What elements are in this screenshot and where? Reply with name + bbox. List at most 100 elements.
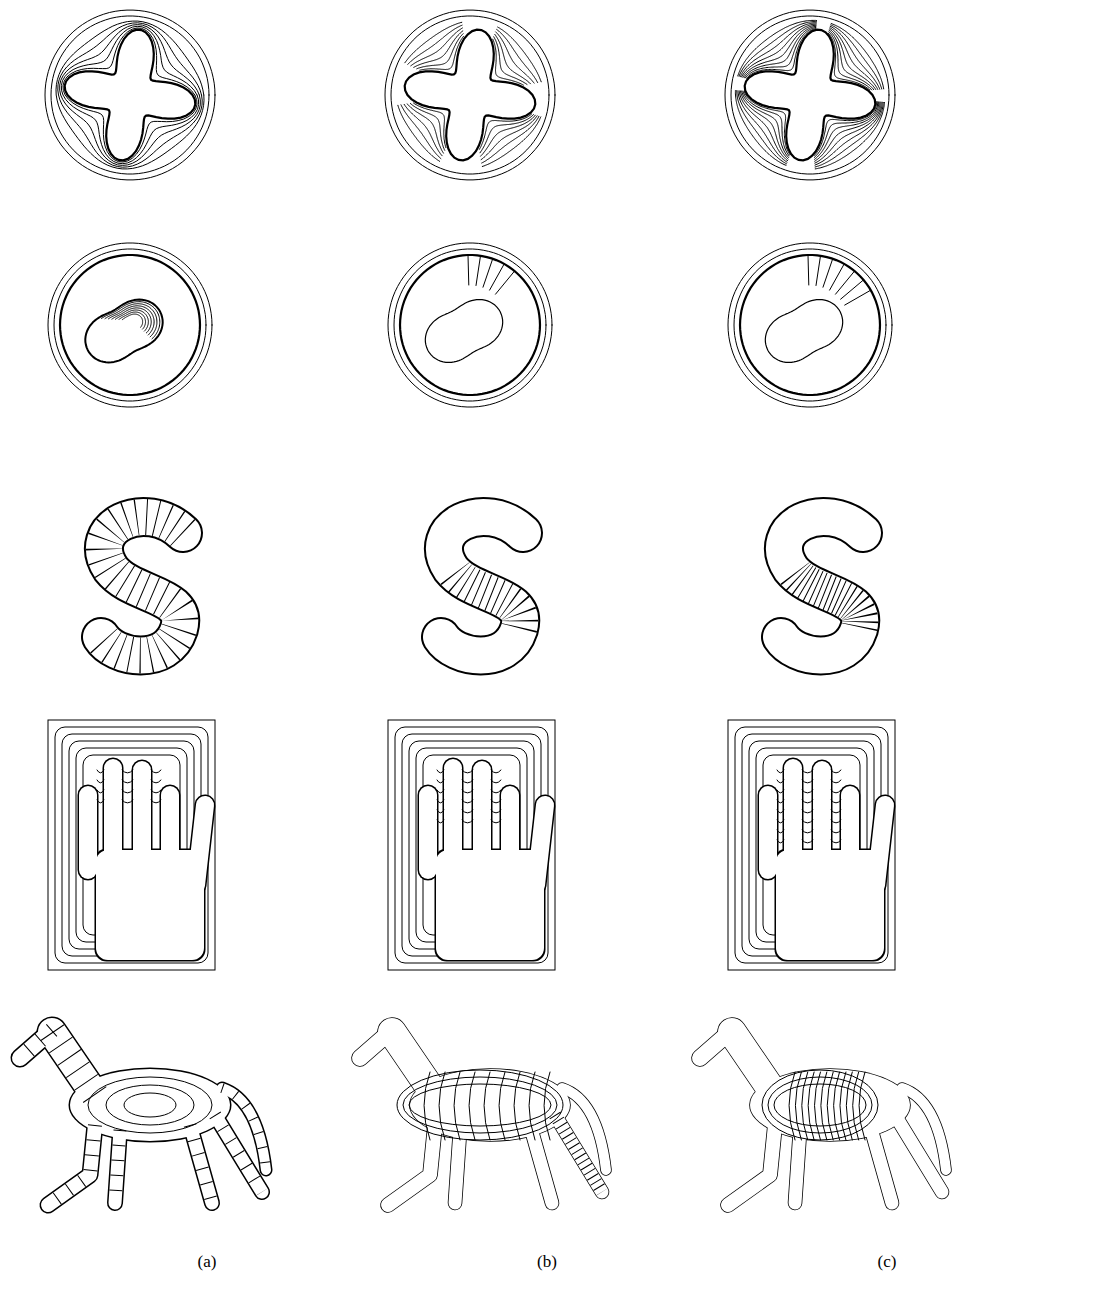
hand-shape [812,770,833,860]
shape-outline [101,517,183,656]
horse-shape [190,1125,212,1203]
hand-shape [876,805,885,885]
contour-line [731,16,889,174]
contour-line [97,770,104,773]
hand-shape [473,770,491,860]
hand-panel [728,720,895,970]
horse-shape [388,1125,435,1205]
horse-shape [392,1032,435,1095]
contour-line [54,249,206,401]
contour-line [56,21,204,169]
hand-shape [160,795,181,870]
contour-line [802,1072,808,1140]
contour-line [802,800,813,803]
contour-line [497,30,538,83]
hand-shape [196,805,205,885]
shape-interior [441,517,523,656]
contour-line [762,1070,878,1140]
contour-line [774,1084,866,1126]
horse-shape [222,1088,266,1170]
contour-line [388,243,552,407]
contour-line [831,25,882,89]
contour-line [777,810,784,813]
contour-line [468,255,470,285]
contour-line [119,312,146,329]
contour-line [97,800,104,803]
contour-line [496,271,515,294]
contour-line [48,243,212,407]
contour-line [102,302,160,339]
s-shape-panel [781,517,863,656]
contour-line [802,770,813,773]
horse-shape [795,1130,800,1203]
contour-line [385,10,555,180]
horse-shape [732,1032,775,1095]
contour-line [106,1085,194,1125]
contour-line [462,800,473,803]
contour-line [777,820,784,823]
contour-line [454,1072,460,1140]
contour-line [802,810,813,813]
contour-line [802,780,813,783]
contour-line [491,790,501,793]
horse-shape [190,1125,212,1203]
shape-interior [101,517,183,656]
contour-line [105,304,157,337]
cross-shape-panel [385,10,555,180]
contour-line [827,1072,833,1140]
contour-line [405,22,462,63]
contour-line [831,830,841,833]
contour-line [484,1072,490,1140]
contour-line [795,573,860,629]
contour-line [45,10,215,180]
horse-shape [360,1030,392,1058]
hand-shape [758,795,779,870]
contour-line [395,727,548,963]
frame-rect [48,720,215,970]
hand-shape [104,768,122,860]
hand-shape [132,770,153,860]
contour-line [831,800,841,803]
contour-line [469,1072,475,1140]
contour-line [397,1070,563,1140]
horse-shape [48,1125,95,1205]
c-shape-panel [388,243,552,407]
contour-line [122,800,133,803]
horse-shape [20,1030,52,1058]
contour-line [823,259,833,287]
horse-shape [388,1125,435,1205]
contour-line [97,780,104,783]
shape-outline [60,255,200,395]
contour-line [122,770,133,773]
horse-shape [52,1032,95,1095]
contour-line [462,790,473,793]
shape-outline [740,255,880,395]
horse-shape [360,1030,392,1058]
contour-line [437,810,444,813]
contour-line [476,256,481,286]
horse-shape [20,1030,52,1058]
contour-line [499,1072,505,1140]
contour-line [853,1072,859,1140]
contour-line [85,300,162,363]
cross-shape-panel [725,10,895,180]
contour-line [394,249,546,401]
contour-line [60,25,201,166]
contour-line [48,1125,95,1205]
c-shape-panel [728,243,892,407]
hand-shape [444,768,462,860]
contour-line [491,780,501,783]
contour-line [495,34,531,83]
contour-line [777,840,784,843]
panel-label: (a) [198,1252,217,1272]
contour-line [401,105,441,159]
contour-line [836,271,855,294]
contour-line [725,10,895,180]
contour-line [122,314,142,327]
hand-shape [103,768,124,860]
contour-line [482,117,541,167]
contour-line [845,290,871,305]
hand-shape [501,795,519,870]
contour-line [821,1072,827,1140]
